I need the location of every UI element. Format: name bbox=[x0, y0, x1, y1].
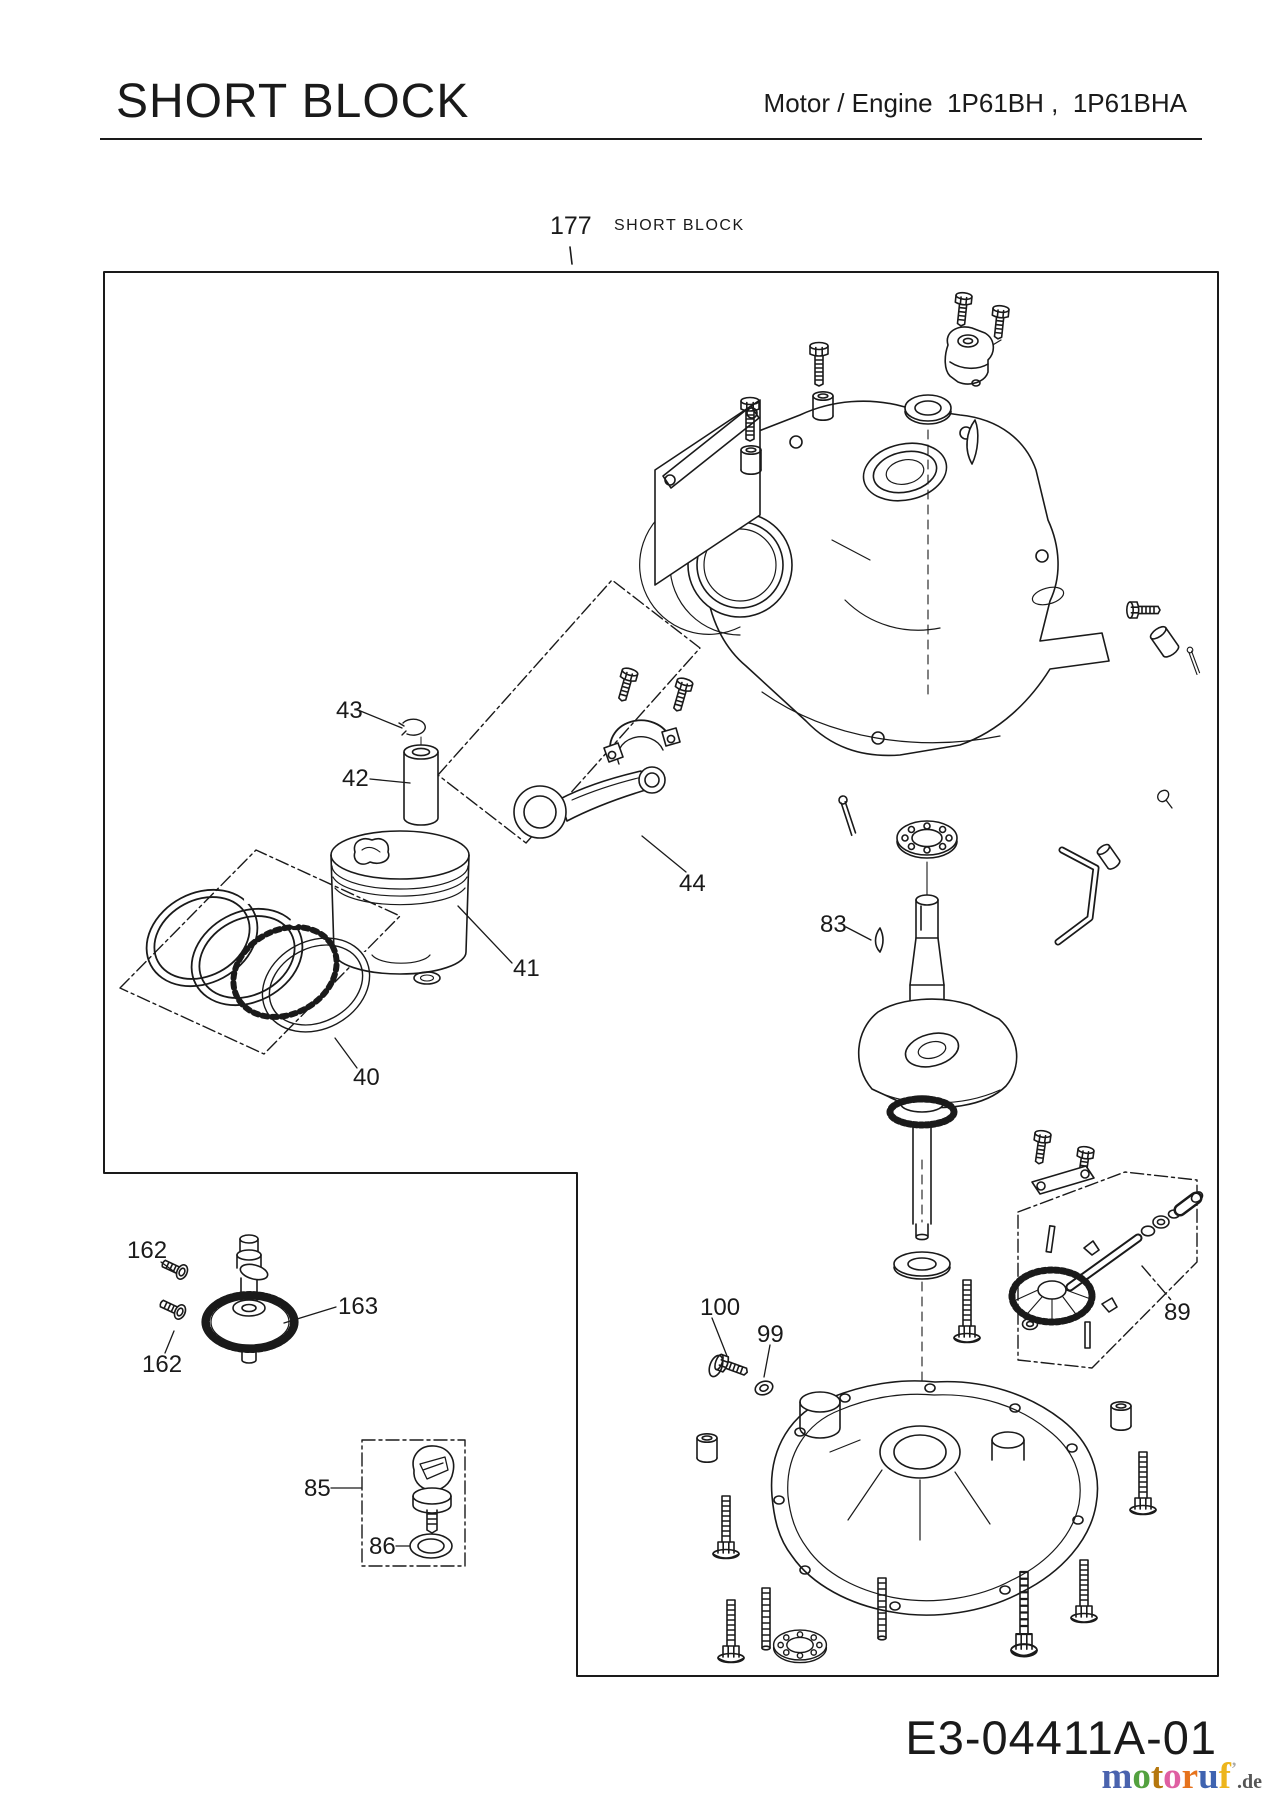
callout-85: 85 bbox=[304, 1475, 331, 1502]
drawing-code: E3-04411A-01 bbox=[905, 1711, 1217, 1764]
callout-177: 177 bbox=[550, 212, 592, 240]
piston-rings bbox=[145, 886, 371, 1033]
right-side-parts bbox=[837, 601, 1201, 946]
diagram-border bbox=[103, 246, 1219, 1677]
connecting-rod bbox=[513, 665, 695, 839]
callout-99: 99 bbox=[757, 1321, 784, 1348]
callout-86: 86 bbox=[369, 1533, 396, 1560]
callout-43: 43 bbox=[336, 697, 363, 724]
engine-models: Motor / Engine 1P61BH , 1P61BHA bbox=[763, 88, 1187, 118]
page-title: SHORT BLOCK bbox=[116, 75, 470, 128]
gasket-plate bbox=[654, 399, 761, 586]
callout-42: 42 bbox=[342, 765, 369, 792]
callout-44: 44 bbox=[679, 870, 706, 897]
piston bbox=[330, 830, 470, 985]
breather-assembly bbox=[944, 291, 1011, 387]
watermark-word: motoruf’ bbox=[1101, 1756, 1238, 1797]
crankshaft bbox=[858, 429, 1018, 1449]
oil-pan bbox=[770, 1380, 1099, 1616]
dashed-boxes bbox=[119, 579, 1198, 1567]
wrist-pin-group bbox=[398, 718, 439, 826]
assembly-name: SHORT BLOCK bbox=[614, 217, 745, 234]
drain-bolt-washer bbox=[708, 1352, 774, 1396]
callout-162-upper: 162 bbox=[127, 1237, 168, 1264]
callout-83: 83 bbox=[820, 911, 847, 938]
callout-41: 41 bbox=[513, 955, 540, 982]
callout-163: 163 bbox=[338, 1293, 379, 1320]
callout-100: 100 bbox=[700, 1294, 741, 1321]
callout-40: 40 bbox=[353, 1064, 380, 1091]
oil-seal bbox=[904, 394, 979, 465]
leader-lines bbox=[160, 709, 872, 1547]
header-rule bbox=[100, 138, 1202, 140]
crankcase bbox=[639, 400, 1110, 757]
callout-162-lower: 162 bbox=[142, 1351, 183, 1378]
watermark-suffix: .de bbox=[1237, 1771, 1262, 1793]
governor-assembly bbox=[1008, 1128, 1204, 1349]
callout-89: 89 bbox=[1164, 1299, 1191, 1326]
watermark: motoruf’.de bbox=[1102, 1758, 1263, 1795]
oil-cap-group bbox=[409, 1445, 455, 1559]
camshaft-group bbox=[156, 1234, 299, 1364]
